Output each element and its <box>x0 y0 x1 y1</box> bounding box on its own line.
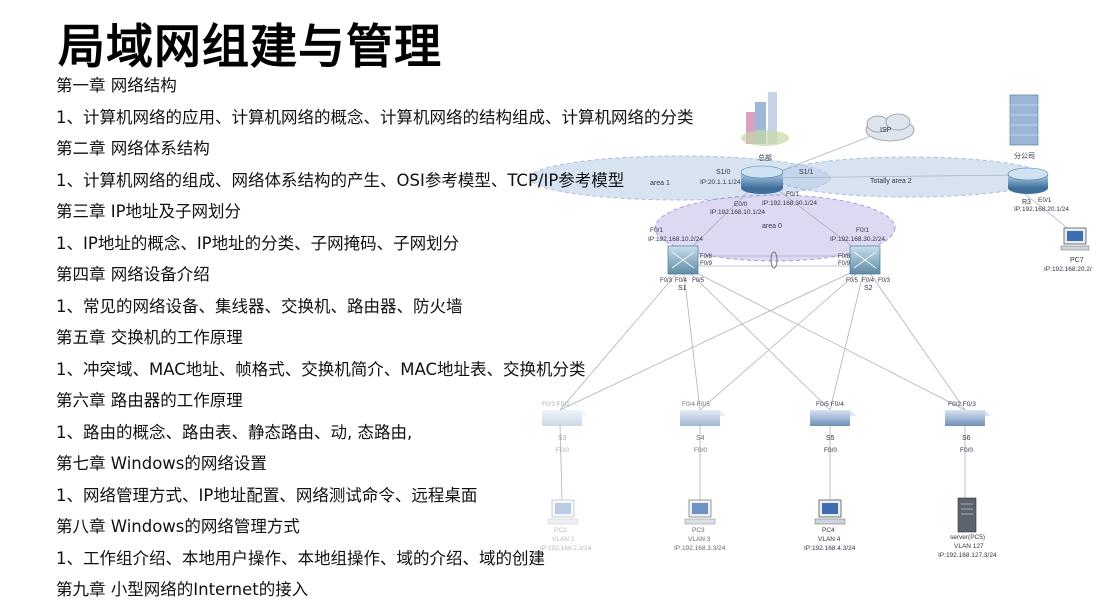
outline-line: 第七章 Windows的网络设置 <box>56 454 267 473</box>
area-0-ellipse <box>654 194 896 262</box>
outline-line: 第六章 路由器的工作原理 <box>56 391 243 410</box>
s5-uplink: F0/0 <box>824 447 837 454</box>
hq-building-icon <box>741 92 789 146</box>
s4-switch-icon <box>680 410 726 426</box>
s2-ip: IP:192.168.30.2/24 <box>830 236 885 243</box>
s4-ports: F0/4 F0/5 <box>682 401 710 408</box>
server-name: server(PC5) <box>950 534 985 541</box>
r3-router-icon <box>1007 167 1049 194</box>
r3-port: E0/1 <box>1038 197 1052 204</box>
s2-port-f01: F0/1 <box>856 227 869 234</box>
pc7-name: PC7 <box>1070 257 1084 264</box>
s2-multilayer-switch-icon <box>849 245 881 275</box>
isp-label: ISP <box>880 127 892 134</box>
s2-name: S2 <box>864 285 873 292</box>
hq-label: 总部 <box>758 153 772 162</box>
network-links <box>559 124 1071 501</box>
server-vlan: VLAN 127 <box>954 543 984 550</box>
r1-port-s10: S1/0 <box>716 169 731 176</box>
r1-ip2: IP:192.168.30.1/24 <box>762 200 817 207</box>
s5-ports: F0/5 F0/4 <box>816 401 844 408</box>
outline-line: 1、冲突域、MAC地址、帧格式、交换机简介、MAC地址表、交换机分类 <box>56 359 586 379</box>
pc4-ip: IP:192.168.4.3/24 <box>804 545 856 552</box>
outline-line: 第五章 交换机的工作原理 <box>56 328 243 347</box>
s1-port-f05: F0/5 <box>692 278 705 284</box>
area-0-label: area 0 <box>762 223 782 230</box>
page-title: 局域网组建与管理 <box>58 20 442 75</box>
pc2-vlan: VLAN 2 <box>552 536 575 543</box>
outline-line: 1、路由的概念、路由表、静态路由、动, 态路由, <box>56 422 413 442</box>
pc3-name: PC3 <box>692 527 705 534</box>
outline-line: 1、网络管理方式、IP地址配置、网络测试命令、远程桌面 <box>56 485 478 505</box>
s3-uplink: F0/0 <box>556 447 569 454</box>
outline-line: 1、IP地址的概念、IP地址的分类、子网掩码、子网划分 <box>56 233 460 253</box>
pc2-computer-icon <box>547 499 579 525</box>
network-topology-diagram: area 1 Totally area 2 area 0 总部 <box>529 92 1092 559</box>
outline-line: 第四章 网络设备介绍 <box>56 265 210 284</box>
outline-line: 1、工作组介绍、本地用户操作、本地组操作、域的介绍、域的创建 <box>56 548 545 568</box>
s5-name: S5 <box>826 435 835 442</box>
s2-port-f04: F0/4 <box>862 278 875 284</box>
pc3-computer-icon <box>684 499 716 525</box>
pc4-vlan: VLAN 4 <box>818 536 841 543</box>
s1-ip: IP:192.168.10.2/24 <box>648 236 703 243</box>
outline-line: 1、计算机网络的应用、计算机网络的概念、计算机网络的结构组成、计算机网络的分类 <box>56 107 694 127</box>
server-ip: IP:192.168.127.3/24 <box>938 552 997 559</box>
outline-line: 第三章 IP地址及子网划分 <box>56 202 242 221</box>
branch-label: 分公司 <box>1014 151 1035 160</box>
r3-name: R3 <box>1022 199 1031 206</box>
outline-line: 第九章 小型网络的Internet的接入 <box>56 580 309 599</box>
pc3-vlan: VLAN 3 <box>688 536 711 543</box>
s6-ports: F0/2 F0/3 <box>948 401 976 408</box>
s3-name: S3 <box>558 435 567 442</box>
s1-port-f08: F0/8 <box>700 254 713 260</box>
pc2-name: PC2 <box>554 527 567 534</box>
outline-line: 1、计算机网络的组成、网络体系结构的产生、OSI参考模型、TCP/IP参考模型 <box>56 170 625 190</box>
branch-building-icon <box>1009 94 1039 146</box>
r1-port-s11: S1/1 <box>799 169 814 176</box>
s2-port-f03: F0/3 <box>878 278 891 284</box>
r3-ip: IP:192.168.20.1/24 <box>1014 206 1069 213</box>
s4-uplink: F0/0 <box>694 447 707 454</box>
pc4-name: PC4 <box>822 527 835 534</box>
isp-cloud-icon <box>865 113 915 142</box>
s6-name: S6 <box>962 435 971 442</box>
s1-port-f04: F0/4 <box>675 278 688 284</box>
outline-line: 第二章 网络体系结构 <box>56 139 210 158</box>
pc7-ip: IP:192.168.20.2/ <box>1044 266 1092 273</box>
pc7-computer-icon <box>1060 227 1090 251</box>
s3-switch-icon <box>542 410 588 426</box>
s2-port-f05: F0/5 <box>846 278 859 284</box>
s1-port-f03: F0/3 <box>660 278 673 284</box>
s1-name: S1 <box>678 285 687 292</box>
s6-uplink: F0/0 <box>960 447 973 454</box>
outline-line: 第一章 网络结构 <box>56 76 177 95</box>
etherchannel-icon <box>770 251 778 269</box>
pc3-ip: IP:192.168.3.3/24 <box>674 545 726 552</box>
area-2-label: Totally area 2 <box>870 178 912 185</box>
s1-port-f09: F0/9 <box>700 261 713 267</box>
s1-multilayer-switch-icon <box>667 245 699 275</box>
s2-port-f09: F0/9 <box>838 261 851 267</box>
r1-port-e00: E0/0 <box>734 201 748 208</box>
s1-port-f01: F0/1 <box>650 227 663 234</box>
s3-ports: F0/3 F0/2 <box>542 401 570 408</box>
pc2-ip: IP:192.168.2.3/24 <box>540 545 592 552</box>
r1-port-f01: F0/1 <box>786 191 799 198</box>
r1-ip1: IP:20.1.1.1/24 <box>700 179 741 186</box>
s4-name: S4 <box>696 435 705 442</box>
r1-ip3: IP:192.168.10.1/24 <box>710 209 765 216</box>
outline-line: 第八章 Windows的网络管理方式 <box>56 517 300 536</box>
outline-line: 1、常见的网络设备、集线器、交换机、路由器、防火墙 <box>56 296 463 316</box>
pc4-computer-icon <box>814 499 846 525</box>
area-1-label: area 1 <box>650 180 670 187</box>
r1-router-icon <box>740 165 784 194</box>
server-icon <box>957 497 977 533</box>
s6-switch-icon <box>945 410 991 426</box>
course-outline: 第一章 网络结构 1、计算机网络的应用、计算机网络的概念、计算机网络的结构组成、… <box>56 70 736 606</box>
s2-port-f08: F0/8 <box>838 254 851 260</box>
s5-switch-icon <box>810 410 856 426</box>
